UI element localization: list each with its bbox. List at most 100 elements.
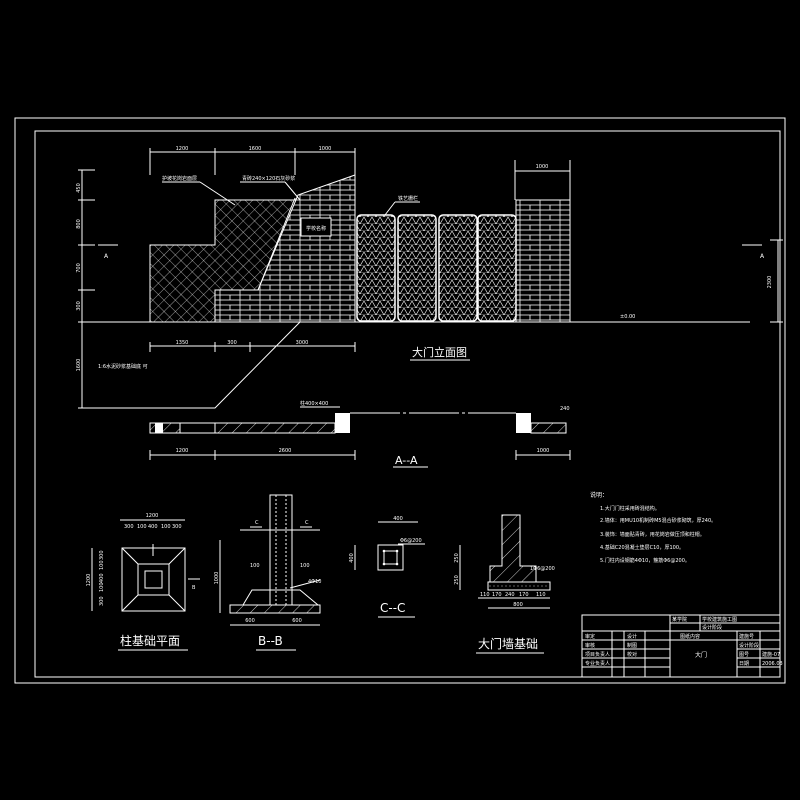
dim-left-1: 450 <box>76 183 82 193</box>
wf-dim-left-1: 250 <box>454 553 460 563</box>
tb-r3c3: 设计阶段 <box>739 642 759 649</box>
wf-dim-2: 170 <box>492 592 502 598</box>
bb-dim-b1: 600 <box>245 618 255 624</box>
tb-r4c3: 图号 <box>739 652 749 658</box>
wf-dim-1: 110 <box>480 592 490 598</box>
note-4: 4.基础C20混凝土垫层C10，厚100。 <box>600 544 684 551</box>
section-bb-view: C C 1000 100 100 4Φ10 600 600 B--B <box>214 494 321 651</box>
wall-foundation-title: 大门墙基础 <box>478 636 538 651</box>
nameplate <box>300 217 332 237</box>
wall-foundation-view: 1Φ6@200 250 250 110 170 240 170 110 800 … <box>454 514 555 654</box>
brick-pillar-right <box>515 199 571 323</box>
bb-mark-c2: C <box>305 520 309 526</box>
tb-r0c1: 学校建筑施工图 <box>702 616 737 623</box>
bb-dim-inner-1: 100 <box>250 563 260 569</box>
title-block: 某学院 学校建筑施工图 设计阶段 审定 设计 图纸内容 建施号 审核 制图 设计… <box>581 614 783 678</box>
tb-r1c1: 设计阶段 <box>702 624 722 631</box>
tb-r3c1: 制图 <box>627 642 637 649</box>
wf-dim-total: 800 <box>513 602 523 608</box>
dim-left-lower: 1600 <box>76 359 82 372</box>
outer-frame <box>14 117 786 684</box>
tb-r2c2: 图纸内容 <box>680 633 700 640</box>
wf-annot: 1Φ6@200 <box>530 566 555 572</box>
plan-sub-5: 300 <box>172 524 182 530</box>
tb-r0c0: 某学院 <box>672 616 687 623</box>
section-bb-title: B--B <box>258 634 283 648</box>
nameplate-label: 学校名称 <box>306 225 326 232</box>
slope-block <box>149 197 296 323</box>
elevation-title: 大门立面图 <box>412 345 467 359</box>
plan-left-3: 400 <box>99 573 105 583</box>
tb-r4c0: 项目负责人 <box>585 651 610 658</box>
dim-left-3: 700 <box>76 263 82 273</box>
aa-dim-3: 1000 <box>537 448 550 454</box>
dim-left-4: 300 <box>76 301 82 311</box>
cc-annot: Φ6@200 <box>400 538 422 544</box>
note-2: 2.墙体：用MU10机制砖M5混合砂浆砌筑，厚240。 <box>600 517 716 524</box>
annot-fence: 铁艺栅栏 <box>398 195 418 202</box>
dim-left-2: 800 <box>76 219 82 229</box>
bb-annot: 4Φ10 <box>308 579 321 585</box>
ground-level: ±0.00 <box>620 314 635 320</box>
tb-r5c0: 专业负责人 <box>585 660 610 667</box>
plan-left-5: 300 <box>99 550 105 560</box>
bb-dim-b2: 600 <box>292 618 302 624</box>
column-plan-title: 柱基础平面 <box>120 633 180 648</box>
section-mark-a-right: A <box>760 253 765 260</box>
column-annot: 柱400×400 <box>300 400 328 407</box>
bb-dim-left: 1000 <box>214 572 220 585</box>
note-5: 5.门柱内设钢筋4Φ10，箍筋Φ6@200。 <box>600 557 690 564</box>
wf-dim-left-2: 250 <box>454 575 460 585</box>
tb-r5c3: 日期 <box>739 661 749 667</box>
section-aa-view: 柱400×400 240 1200 2600 1000 A--A <box>149 400 571 468</box>
dim-bottom-2: 300 <box>227 340 237 346</box>
dim-bottom-3: 3000 <box>296 340 309 346</box>
tb-drawing-name: 大门 <box>695 651 707 659</box>
dim-top-3: 1000 <box>319 146 332 152</box>
dim-small: 240 <box>560 406 570 412</box>
annot-slope: 护坡花岗岩面层 <box>162 175 197 182</box>
tb-r3c0: 审核 <box>585 642 595 649</box>
dim-right-top: 1000 <box>536 164 549 170</box>
plan-sub-3: 400 <box>148 524 158 530</box>
dim-top-2: 1600 <box>249 146 262 152</box>
tb-r4c1: 校对 <box>627 651 637 658</box>
aa-dim-1: 1200 <box>176 448 189 454</box>
brick-wall-left <box>214 174 356 323</box>
plan-left-4: 100 <box>99 560 105 570</box>
annot-foundation: 1:6水泥砂浆基础底 可 <box>98 363 148 370</box>
notes-block: 说明： 1.大门门柱采用砖混结构。 2.墙体：用MU10机制砖M5混合砂浆砌筑，… <box>590 491 716 564</box>
cc-dim-top: 400 <box>393 516 403 522</box>
column-plan-view: 1200 300 100 400 100 300 B 1200 300 100 … <box>86 513 200 651</box>
plan-mark-b: B <box>192 585 196 591</box>
tb-r2c1: 设计 <box>627 633 637 640</box>
bb-dim-inner-2: 100 <box>300 563 310 569</box>
inner-frame <box>34 130 781 678</box>
section-mark-a-left: A <box>104 253 109 260</box>
bb-mark-c1: C <box>255 520 259 526</box>
plan-dim-left: 1200 <box>86 574 92 587</box>
dim-right: 2300 <box>767 276 773 289</box>
fence-panels <box>356 214 517 322</box>
aa-dim-2: 2600 <box>279 448 292 454</box>
annot-wall: 青砖240×120石灰砂浆 <box>242 175 295 182</box>
plan-sub-2: 100 <box>137 524 147 530</box>
plan-dim-top: 1200 <box>146 513 159 519</box>
plan-sub-1: 300 <box>124 524 134 530</box>
section-cc-title: C--C <box>380 601 405 615</box>
elevation-view: 1200 1600 1000 1000 450 800 700 300 1600… <box>76 146 783 409</box>
section-cc-view: 400 400 Φ6@200 C--C <box>349 516 425 618</box>
plan-sub-4: 100 <box>161 524 171 530</box>
note-3: 3.装饰：墙面贴青砖，用花岗岩做压顶和柱帽。 <box>600 531 705 538</box>
tb-date: 2006.03 <box>762 661 783 667</box>
notes-heading: 说明： <box>590 491 608 499</box>
dim-bottom-1: 1350 <box>176 340 189 346</box>
tb-sheet-no: 建施-07 <box>762 651 780 658</box>
plan-left-2: 100 <box>99 582 105 592</box>
note-1: 1.大门门柱采用砖混结构。 <box>600 505 660 512</box>
section-aa-title: A--A <box>395 454 418 467</box>
dim-top-1: 1200 <box>176 146 189 152</box>
tb-r2c3: 建施号 <box>739 633 754 640</box>
plan-left-1: 300 <box>99 596 105 606</box>
